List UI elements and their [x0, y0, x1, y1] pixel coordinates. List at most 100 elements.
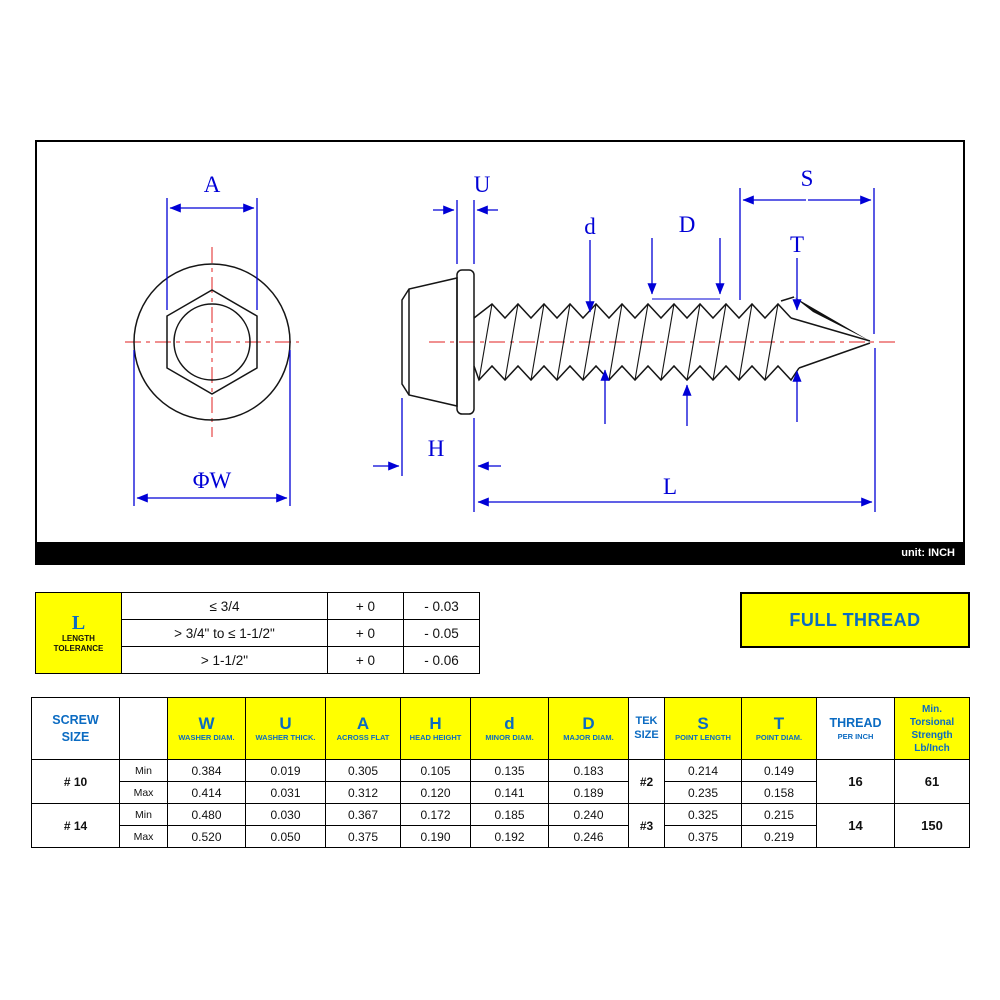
washer-circle [133, 263, 291, 421]
screw-size-cell: # 14 [31, 803, 120, 848]
drill-point-top [790, 317, 871, 342]
dimension-labels: A ΦW U d D S T H L [193, 166, 814, 499]
torsional-cell: 61 [894, 759, 970, 804]
spec-cell: 0.312 [325, 781, 401, 804]
unit-strip: unit: INCH [37, 542, 963, 563]
dim-label-h: H [428, 436, 445, 461]
spec-cell: 0.050 [245, 825, 326, 848]
spec-header-row: SCREW SIZE W WASHER DIAM. U WASHER THICK… [31, 697, 970, 760]
tolerance-plus: + 0 [327, 646, 404, 674]
full-thread-label: FULL THREAD [789, 609, 921, 630]
col-header-h: H HEAD HEIGHT [400, 697, 471, 760]
spec-row-10-min: # 10 Min 0.384 0.019 0.305 0.105 0.135 0… [31, 759, 970, 804]
tpi-cell: 14 [816, 803, 895, 848]
torsional-cell: 150 [894, 803, 970, 848]
spec-cell: 0.183 [548, 759, 629, 782]
spec-cell: 0.240 [548, 803, 629, 826]
minmax-cell: Min [119, 803, 168, 826]
washer-flange [456, 269, 475, 415]
col-header-torsional: Min. Torsional Strength Lb/Inch [894, 697, 970, 760]
col-header-minmax [119, 697, 168, 760]
spec-cell: 0.158 [741, 781, 817, 804]
spec-cell: 0.030 [245, 803, 326, 826]
drill-point-bottom [798, 342, 871, 369]
tolerance-range: ≤ 3/4 [121, 592, 328, 620]
dim-label-u: U [474, 172, 491, 197]
tolerance-plus: + 0 [327, 619, 404, 647]
spec-table: SCREW SIZE W WASHER DIAM. U WASHER THICK… [31, 697, 970, 848]
spec-row-14-max: Max 0.520 0.050 0.375 0.190 0.192 0.246 … [32, 825, 970, 848]
col-header-a: A ACROSS FLAT [325, 697, 401, 760]
spec-cell: 0.375 [664, 825, 742, 848]
spec-cell: 0.192 [470, 825, 549, 848]
tolerance-corner-cell: L LENGTH TOLERANCE [35, 592, 122, 674]
screw-technical-drawing: A ΦW U d D S T H L [125, 166, 895, 512]
length-tolerance-table: L LENGTH TOLERANCE ≤ 3/4 + 0 - 0.03 > 3/… [35, 592, 480, 674]
col-header-s: S POINT LENGTH [664, 697, 742, 760]
spec-cell: 0.367 [325, 803, 401, 826]
spec-cell: 0.019 [245, 759, 326, 782]
minmax-cell: Max [119, 781, 168, 804]
full-thread-badge: FULL THREAD [740, 592, 970, 648]
spec-cell: 0.325 [664, 803, 742, 826]
tolerance-range: > 3/4" to ≤ 1-1/2" [121, 619, 328, 647]
drawing-panel: A ΦW U d D S T H L unit: INCH [35, 140, 965, 565]
spec-cell: 0.190 [400, 825, 471, 848]
tpi-cell: 16 [816, 759, 895, 804]
tolerance-row: L LENGTH TOLERANCE ≤ 3/4 + 0 - 0.03 [35, 592, 480, 674]
col-header-screw-size: SCREW SIZE [31, 697, 120, 760]
dim-label-t: T [790, 232, 804, 257]
spec-cell: 0.246 [548, 825, 629, 848]
dim-label-dd: D [679, 212, 696, 237]
spec-cell: 0.141 [470, 781, 549, 804]
hexagon [166, 289, 258, 395]
tolerance-caption-line1: LENGTH [62, 634, 95, 643]
dim-label-d: d [584, 214, 596, 239]
col-header-tek: TEK SIZE [628, 697, 665, 760]
col-header-thread: THREAD PER INCH [816, 697, 895, 760]
spec-row-14-min: # 14 Min 0.480 0.030 0.367 0.172 0.185 0… [31, 803, 970, 848]
spec-cell: 0.149 [741, 759, 817, 782]
spec-cell: 0.235 [664, 781, 742, 804]
tolerance-minus: - 0.05 [403, 619, 480, 647]
drill-flute [794, 297, 870, 341]
tek-cell: #3 [628, 803, 665, 848]
tolerance-range: > 1-1/2" [121, 646, 328, 674]
tolerance-minus: - 0.06 [403, 646, 480, 674]
spec-cell: 0.219 [741, 825, 817, 848]
spec-cell: 0.172 [400, 803, 471, 826]
tek-cell: #2 [628, 759, 665, 804]
spec-cell: 0.189 [548, 781, 629, 804]
tolerance-row: > 1-1/2" + 0 - 0.06 [36, 646, 480, 674]
tolerance-minus: - 0.03 [403, 592, 480, 620]
spec-cell: 0.520 [167, 825, 246, 848]
spec-cell: 0.214 [664, 759, 742, 782]
col-header-w: W WASHER DIAM. [167, 697, 246, 760]
col-header-u: U WASHER THICK. [245, 697, 326, 760]
spec-cell: 0.480 [167, 803, 246, 826]
dim-label-s: S [801, 166, 814, 191]
head-front-view [133, 263, 291, 421]
unit-label: unit: INCH [901, 546, 955, 559]
col-header-d-major: D MAJOR DIAM. [548, 697, 629, 760]
tolerance-caption-line2: TOLERANCE [53, 644, 104, 653]
col-header-t: T POINT DIAM. [741, 697, 817, 760]
screw-side-view [401, 269, 871, 415]
spec-cell: 0.105 [400, 759, 471, 782]
spec-cell: 0.215 [741, 803, 817, 826]
inner-circle [173, 303, 251, 381]
spec-cell: 0.031 [245, 781, 326, 804]
minmax-cell: Min [119, 759, 168, 782]
spec-cell: 0.135 [470, 759, 549, 782]
dim-label-a: A [204, 172, 221, 197]
minmax-cell: Max [119, 825, 168, 848]
dim-label-l: L [663, 474, 677, 499]
tolerance-letter: L [71, 612, 86, 634]
spec-cell: 0.375 [325, 825, 401, 848]
spec-cell: 0.120 [400, 781, 471, 804]
spec-cell: 0.185 [470, 803, 549, 826]
tolerance-plus: + 0 [327, 592, 404, 620]
dim-label-phiw: ΦW [193, 468, 232, 493]
screw-size-cell: # 10 [31, 759, 120, 804]
